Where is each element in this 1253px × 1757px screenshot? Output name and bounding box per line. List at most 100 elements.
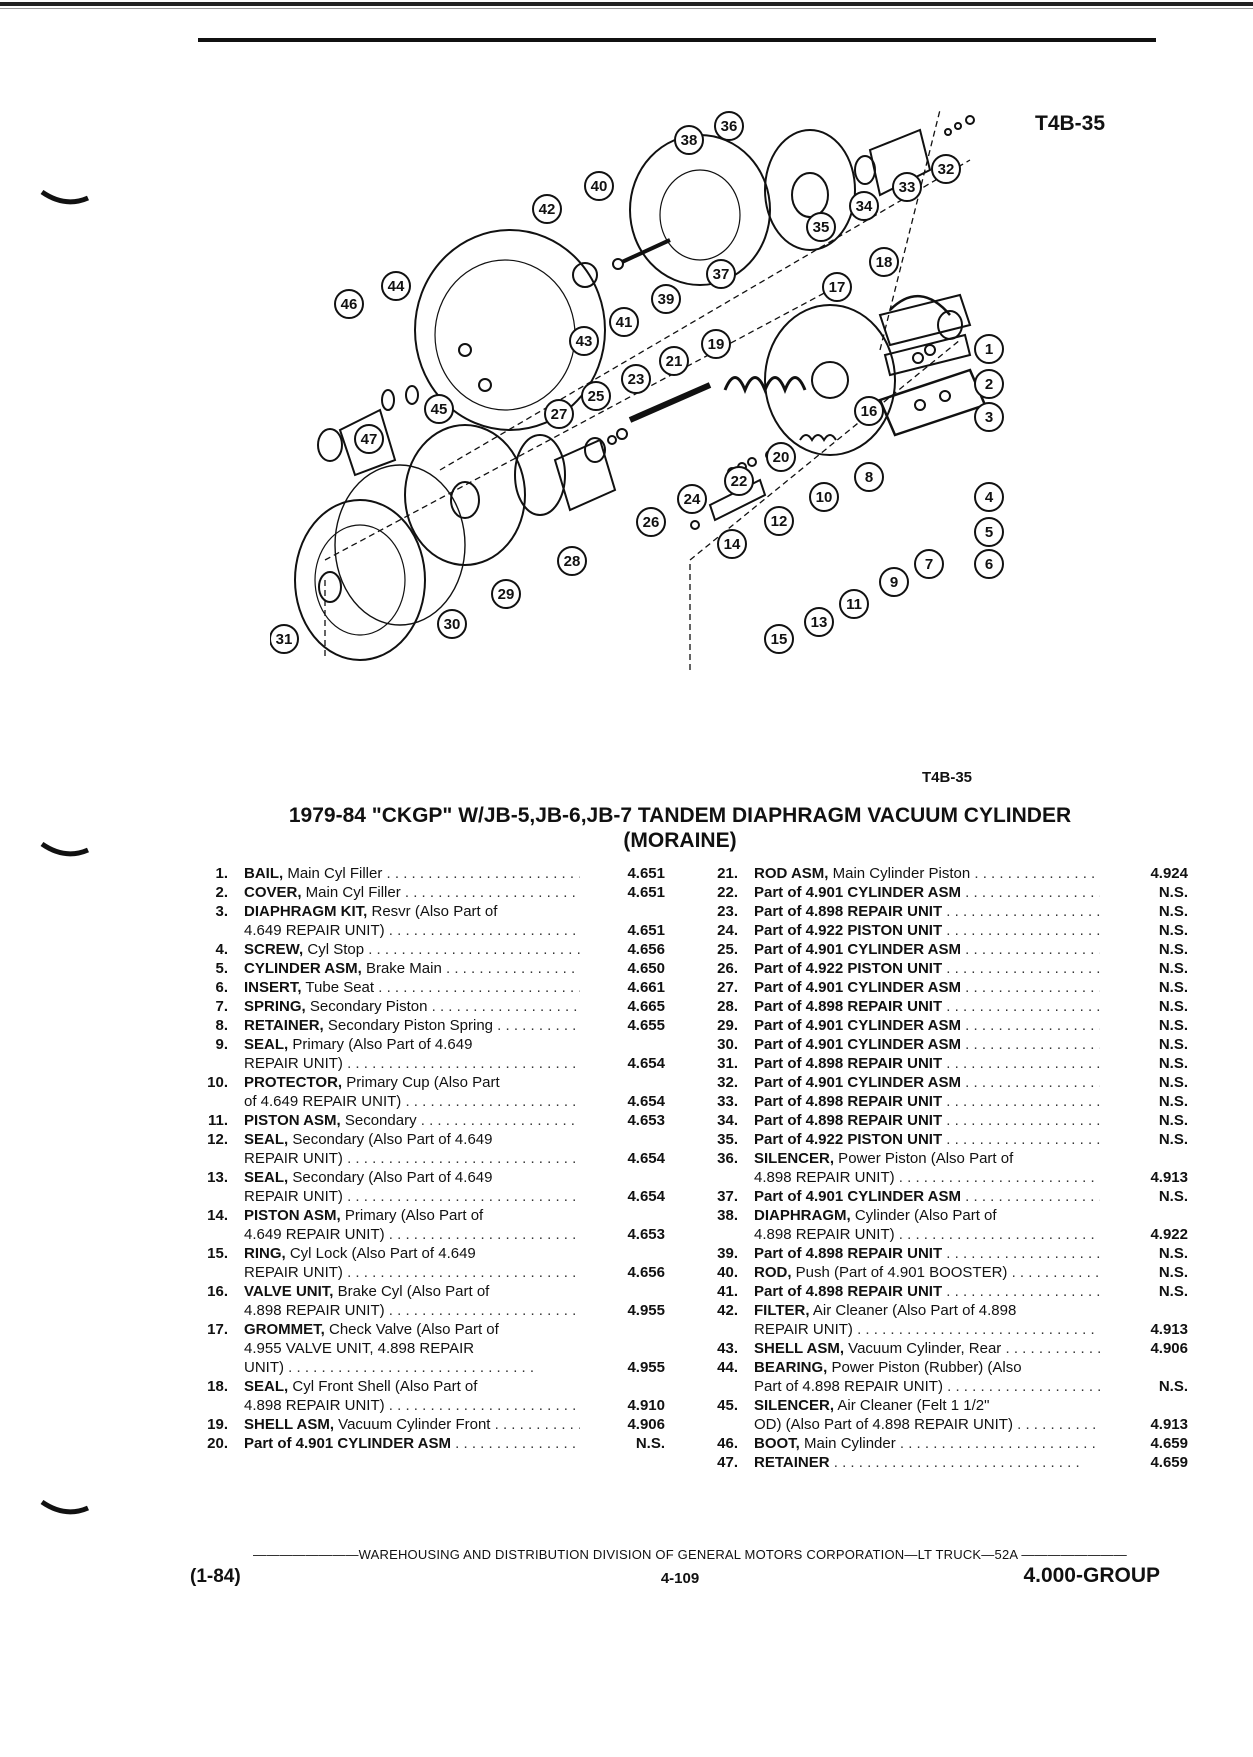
callout-17: 17 <box>822 272 852 302</box>
part-number: 16. <box>207 1283 228 1300</box>
callout-37: 37 <box>706 259 736 289</box>
part-detail: Air Cleaner (Felt 1 1/2" <box>834 1397 990 1414</box>
callout-number: 32 <box>938 161 955 178</box>
callout-number: 41 <box>616 314 633 331</box>
part-name: DIAPHRAGM, <box>754 1207 851 1224</box>
part-name: DIAPHRAGM KIT, <box>244 903 368 920</box>
part-name: RETAINER, <box>244 1017 324 1034</box>
callout-3: 3 <box>974 402 1004 432</box>
part-name: SHELL ASM, <box>244 1416 335 1433</box>
callout-circle <box>659 346 689 376</box>
leader-dots: . . . . . . . . . . . . . . . . . . . . … <box>431 998 580 1015</box>
part-number: 10. <box>207 1074 228 1091</box>
part-description: Part of 4.898 REPAIR UNIT . . . . . . . … <box>754 1111 1100 1130</box>
leader-dots: . . . . . . . . . . . . . . . . . . . . … <box>946 1131 1100 1148</box>
part-description: COVER, Main Cyl Filler . . . . . . . . .… <box>244 883 580 902</box>
part-reference: 4.654 <box>627 1150 665 1167</box>
callout-number: 30 <box>444 616 461 633</box>
callout-circle <box>636 507 666 537</box>
part-description: UNIT) . . . . . . . . . . . . . . . . . … <box>244 1358 580 1377</box>
part-name: SEAL, <box>244 1378 289 1395</box>
part-name: GROMMET, <box>244 1321 325 1338</box>
callout-circle <box>974 549 1004 579</box>
callout-8: 8 <box>854 462 884 492</box>
part-reference: 4.650 <box>627 960 665 977</box>
callout-4: 4 <box>974 482 1004 512</box>
callout-number: 26 <box>643 514 660 531</box>
callout-number: 22 <box>731 473 748 490</box>
part-name: BOOT, <box>754 1435 800 1452</box>
callout-40: 40 <box>584 171 614 201</box>
callout-circle <box>557 546 587 576</box>
part-reference: 4.654 <box>627 1093 665 1110</box>
leader-dots: . . . . . . . . . . . . . . . . . . . . … <box>974 865 1100 882</box>
part-detail: Check Valve (Also Part of <box>324 1321 499 1338</box>
part-description: BAIL, Main Cyl Filler . . . . . . . . . … <box>244 864 580 883</box>
part-detail: Cyl Stop <box>303 941 365 958</box>
part-detail: REPAIR UNIT) <box>244 1264 343 1281</box>
callout-circle <box>706 259 736 289</box>
part-number: 41. <box>717 1283 738 1300</box>
callout-21: 21 <box>659 346 689 376</box>
callout-36: 36 <box>714 111 744 141</box>
part-detail: Main Cylinder Piston <box>828 865 971 882</box>
part-number: 1. <box>215 865 228 882</box>
callout-number: 18 <box>876 254 893 271</box>
part-detail: Primary Cup (Also Part <box>342 1074 500 1091</box>
part-reference: N.S. <box>1158 941 1188 958</box>
callout-number: 12 <box>771 513 788 530</box>
footer-group: 4.000-GROUP <box>1023 1564 1160 1587</box>
leader-dots: . . . . . . . . . . . . . . . . . . . . … <box>946 1283 1100 1300</box>
part-description: REPAIR UNIT) . . . . . . . . . . . . . .… <box>244 1054 580 1073</box>
part-reference: 4.665 <box>627 998 665 1015</box>
figure-code-top: T4B-35 <box>1035 112 1106 135</box>
part-number: 14. <box>207 1207 228 1224</box>
part-description: ROD ASM, Main Cylinder Piston . . . . . … <box>754 864 1100 883</box>
part-detail: Cylinder (Also Part of <box>850 1207 997 1224</box>
part-description: SEAL, Primary (Also Part of 4.649 <box>244 1035 580 1054</box>
part-detail: Cyl Front Shell (Also Part of <box>288 1378 478 1395</box>
callout-circle <box>569 326 599 356</box>
part-reference: 4.656 <box>627 1264 665 1281</box>
part-detail: REPAIR UNIT) <box>244 1188 343 1205</box>
callout-6: 6 <box>974 549 1004 579</box>
leader-dots: . . . . . . . . . . . . . . . . . . . . … <box>946 998 1100 1015</box>
leader-dots: . . . . . . . . . . . . . . . . . . . . … <box>947 1378 1100 1395</box>
part-number: 38. <box>717 1207 738 1224</box>
leader-dots: . . . . . . . . . . . . . . . . . . . . … <box>946 922 1100 939</box>
callout-circle <box>544 399 574 429</box>
leader-dots: . . . . . . . . . . . . . . . . . . . . … <box>898 1169 1100 1186</box>
callout-circle <box>809 482 839 512</box>
part-reference: N.S. <box>1158 1093 1188 1110</box>
leader-dots: . . . . . . . . . . . . . . . . . . . . … <box>342 1264 580 1281</box>
part-description: CYLINDER ASM, Brake Main . . . . . . . .… <box>244 959 580 978</box>
leader-dots: . . . . . . . . . . . . . . . . . . . . … <box>388 1302 580 1319</box>
callout-number: 34 <box>856 198 873 215</box>
callout-35: 35 <box>806 212 836 242</box>
callout-43: 43 <box>569 326 599 356</box>
callout-number: 47 <box>361 431 378 448</box>
callout-number: 14 <box>724 536 741 553</box>
callout-42: 42 <box>532 194 562 224</box>
callout-number: 28 <box>564 553 581 570</box>
part-name: ROD, <box>754 1264 792 1281</box>
part-description: OD) (Also Part of 4.898 REPAIR UNIT) . .… <box>754 1415 1100 1434</box>
title-line-2: (MORAINE) <box>623 829 737 852</box>
part-name: FILTER, <box>754 1302 810 1319</box>
callout-number: 8 <box>865 469 873 486</box>
part-name: Part of 4.901 CYLINDER ASM <box>754 1036 961 1053</box>
leader-dots: . . . . . . . . . . . . . . . . . . . . … <box>388 922 580 939</box>
part-description: SHELL ASM, Vacuum Cylinder, Rear . . . .… <box>754 1339 1100 1358</box>
part-number: 35. <box>717 1131 738 1148</box>
part-number: 42. <box>717 1302 738 1319</box>
callout-44: 44 <box>381 271 411 301</box>
part-description: SEAL, Secondary (Also Part of 4.649 <box>244 1130 580 1149</box>
callout-number: 39 <box>658 291 675 308</box>
part-description: 4.955 VALVE UNIT, 4.898 REPAIR <box>244 1339 580 1358</box>
part-description: DIAPHRAGM, Cylinder (Also Part of <box>754 1206 1100 1225</box>
callout-number: 29 <box>498 586 515 603</box>
part-number: 19. <box>207 1416 228 1433</box>
callout-number: 16 <box>861 403 878 420</box>
callout-28: 28 <box>557 546 587 576</box>
exploded-view-diagram: 1234567891011121314151617181920212223242… <box>270 109 1004 670</box>
